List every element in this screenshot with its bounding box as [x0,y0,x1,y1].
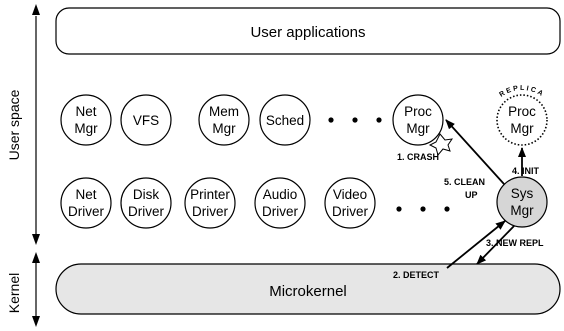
driver-label-line1: Audio [263,187,298,202]
replica-label-line1: Proc [508,104,536,119]
microkernel-label: Microkernel [269,283,347,300]
driver-net: Net Driver [60,177,112,229]
clean-up-arrow [445,119,505,185]
sys-mgr: Sys Mgr [496,176,548,228]
kernel-arrow-down [32,316,40,327]
server-sched: Sched [259,94,311,146]
driver-disk: Disk Driver [120,177,172,229]
server-label-line2: Mgr [212,121,236,136]
microkernel-box [55,263,561,315]
kernel-label: Kernel [6,273,22,313]
user-applications-box [55,7,561,55]
server-label-line1: Net [75,104,96,119]
user-space-arrow-down [32,234,40,245]
driver-label-line1: Printer [190,187,230,202]
replica-label-line2: Mgr [510,121,534,136]
crash-label: 1. CRASH [397,152,439,162]
init-label: 4. INIT [512,166,540,176]
driver-video: Video Driver [324,177,376,229]
user-space-arrow-up [32,4,40,15]
driver-printer: Printer Driver [184,177,236,229]
server-label-line2: Mgr [74,121,98,136]
clean-up-label-line2: UP [465,190,478,200]
driver-label-line1: Video [333,187,367,202]
driver-label-line2: Driver [128,204,165,219]
server-proc-mgr: Proc Mgr [392,94,444,146]
server-vfs: VFS [120,94,172,146]
server-label-line1: Sched [266,113,304,128]
server-label-line2: Mgr [406,121,430,136]
server-ellipsis [328,117,382,123]
driver-label-line2: Driver [262,204,299,219]
driver-ellipsis [396,206,450,212]
server-label-line1: VFS [133,113,159,128]
driver-label-line2: Driver [332,204,369,219]
sys-mgr-label-line1: Sys [511,186,534,201]
driver-label-line2: Driver [68,204,105,219]
new-repl-label: 3. NEW REPL [486,238,544,248]
replica-proc-mgr: Proc Mgr [496,94,548,146]
driver-audio: Audio Driver [254,177,306,229]
detect-arrow [446,220,506,269]
clean-up-label-line1: 5. CLEAN [444,177,485,187]
server-label-line1: Proc [404,104,432,119]
driver-label-line1: Disk [133,187,159,202]
server-net-mgr: Net Mgr [60,94,112,146]
server-mem-mgr: Mem Mgr [198,94,250,146]
detect-label: 2. DETECT [393,270,440,280]
crash-star-icon [428,133,454,157]
sys-mgr-label-line2: Mgr [510,203,534,218]
user-space-label: User space [6,89,22,160]
driver-label-line1: Net [75,187,96,202]
server-label-line1: Mem [209,104,239,119]
new-repl-arrow [476,225,515,265]
kernel-arrow-up [32,252,40,263]
driver-label-line2: Driver [192,204,229,219]
user-applications-label: User applications [250,24,365,41]
